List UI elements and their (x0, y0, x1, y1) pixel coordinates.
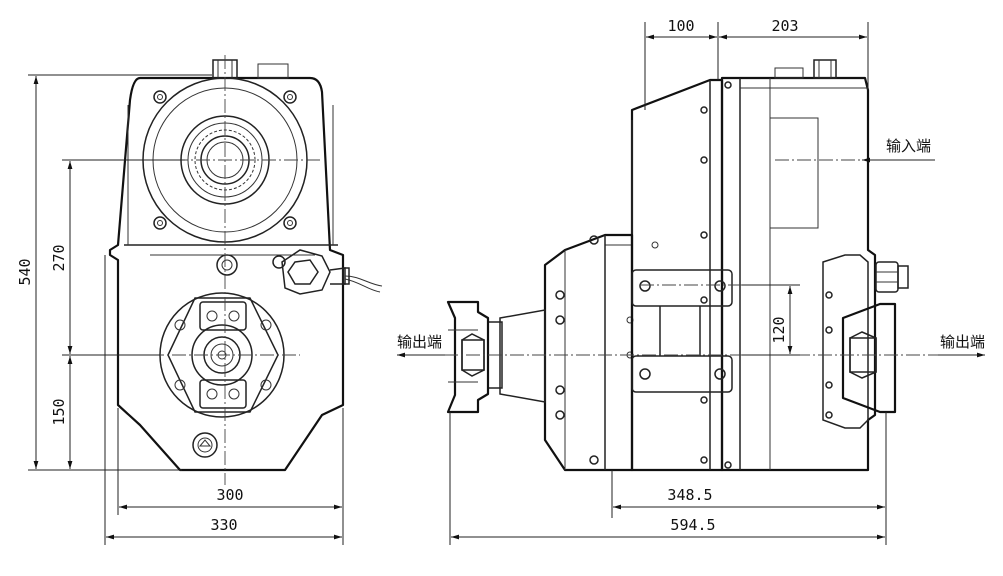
dim-594-5: 594.5 (670, 516, 715, 534)
label-input-end: 输入端 (886, 137, 931, 155)
side-view (400, 59, 985, 472)
label-output-end-right: 输出端 (940, 333, 985, 351)
dim-540: 540 (16, 258, 34, 285)
dim-348-5: 348.5 (667, 486, 712, 504)
dim-203: 203 (771, 17, 798, 35)
dim-270: 270 (50, 244, 68, 271)
side-view-dimensions: 100 203 120 348.5 594.5 (449, 17, 887, 545)
label-output-end-left: 输出端 (397, 333, 442, 351)
end-labels: 输入端 输出端 输出端 (397, 137, 985, 358)
dim-100: 100 (667, 17, 694, 35)
dim-300: 300 (216, 486, 243, 504)
dim-120: 120 (770, 316, 788, 343)
front-view (108, 55, 383, 485)
dim-330: 330 (210, 516, 237, 534)
dim-150: 150 (50, 398, 68, 425)
front-view-dimensions: 540 270 150 300 330 (16, 74, 344, 545)
